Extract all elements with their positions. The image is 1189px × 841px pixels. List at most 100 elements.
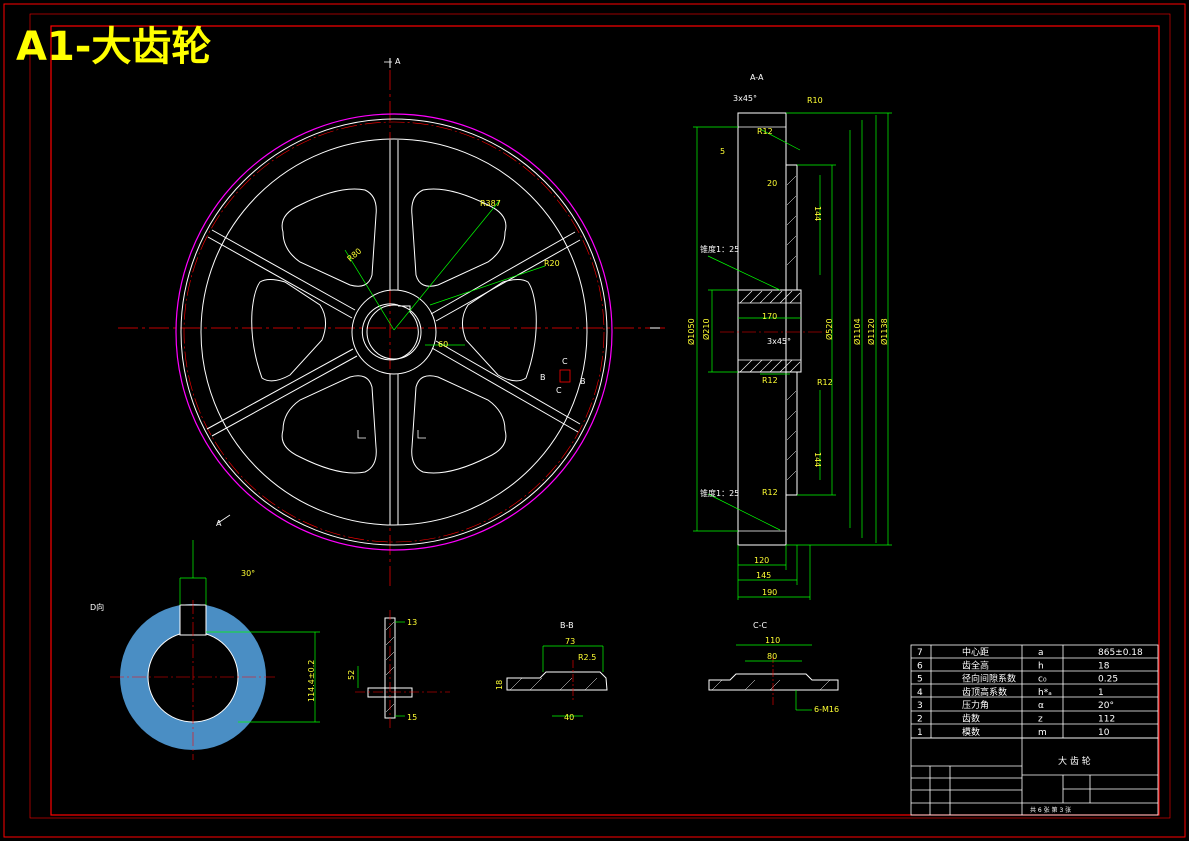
dim-r12-c: R12 [817,378,833,387]
dim-r80: R80 [346,247,364,264]
rim-inner-circle [200,138,588,526]
param-name: 模数 [962,726,980,738]
taper-lower: 锥度1：25 [700,488,739,498]
param-value: 18 [1098,661,1110,671]
dim-144-lower: 144 [813,452,822,467]
dim-80: 80 [767,652,777,661]
dim-110: 110 [765,636,780,645]
hub-outline [737,289,802,373]
param-no: 6 [917,661,923,671]
dim-d1050: Ø1050 [686,318,696,345]
r20-leader [429,265,546,306]
aa-dimension-lines [693,112,892,600]
section-mark-c-bottom: C [556,386,562,395]
rim-outline [737,112,787,546]
r387-leader [393,199,501,331]
dim-d1138: Ø1138 [879,318,889,345]
detail-d-view: D向 30° 114.4±0.2 [90,540,320,760]
web-outline [786,164,798,496]
drawing-title: A1-大齿轮 [16,24,211,70]
outer-frame [3,3,1186,838]
param-name: 齿数 [962,713,980,725]
tip-circle [175,113,613,551]
dim-40: 40 [564,713,574,722]
dim-170: 170 [762,312,777,321]
dim-d520: Ø520 [824,318,834,340]
title-block [910,737,1159,816]
pitch-circle [183,121,605,543]
bore-circle [366,304,422,360]
section-c-c: C-C 110 80 6-M16 [708,621,839,714]
dim-18: 18 [495,680,504,690]
border-frame [29,13,1171,819]
dim-d1104: Ø1104 [852,318,862,345]
inner-frame [50,25,1160,816]
section-mark-b-left: B [540,373,546,382]
dim-15: 15 [407,713,417,722]
detail-d-label: D向 [90,602,104,612]
param-name: 压力角 [962,699,989,711]
section-mark-b-right: B [580,377,586,386]
param-name: 径向间隙系数 [962,673,1016,685]
param-no: 1 [917,728,923,738]
dim-52: 52 [347,670,356,680]
dim-r387: R387 [480,199,501,208]
section-b-b: B-B 73 R2.5 40 18 [495,621,608,722]
web-hatching [786,175,797,481]
section-bb-label: B-B [560,621,574,630]
param-name: 中心距 [962,646,989,658]
parameter-table [910,644,1159,739]
param-symbol: h [1038,661,1044,671]
hub-hatching [739,290,801,373]
param-symbol: m [1038,728,1047,738]
dim-20: 20 [767,179,777,188]
root-circle [180,118,608,546]
param-name: 齿全高 [962,659,989,671]
param-value: 20° [1098,701,1114,711]
dim-r12-b: R12 [762,376,778,385]
section-mark-a-top: A [395,57,401,66]
bore-with-keyway [361,303,419,361]
dim-r12-d: R12 [762,488,778,497]
section-mark-a-bottom: A [216,519,222,528]
param-symbol: z [1038,715,1043,725]
r80-leader [344,249,395,331]
front-view: R387 R80 R20 60 A A B B C C [118,57,665,590]
dim-d1120: Ø1120 [866,318,876,345]
param-value: 112 [1098,715,1115,725]
dim-r2-5: R2.5 [578,653,596,662]
dim-r20: R20 [544,259,560,268]
param-symbol: c₀ [1038,675,1047,685]
dim-190: 190 [762,588,777,597]
dim-13: 13 [407,618,417,627]
param-symbol: α [1038,701,1044,711]
taper-upper: 锥度1：25 [700,244,739,254]
param-value: 865±0.18 [1098,648,1143,658]
dim-d210: Ø210 [701,318,711,340]
sheet-count: 共 6 张 第 3 张 [1030,806,1071,814]
section-a-a: A-A [686,73,892,600]
bolt-spec: 6-M16 [814,705,839,714]
dim-5: 5 [720,147,725,156]
section-bc-cut-marker [559,369,571,383]
section-cc-label: C-C [753,621,767,630]
web-holes [251,188,537,474]
dim-60: 60 [438,340,448,349]
param-no: 2 [917,715,923,725]
dim-73: 73 [565,637,575,646]
param-no: 7 [917,648,923,658]
param-name: 齿顶高系数 [962,686,1007,698]
dim-144-upper: 144 [813,206,822,221]
chamfer-hub: 3x45° [767,337,791,346]
param-no: 4 [917,688,923,698]
param-value: 0.25 [1098,675,1118,685]
param-symbol: h*ₐ [1038,688,1052,698]
dim-r12-a: R12 [757,127,773,136]
section-aa-label: A-A [750,73,764,82]
dim-120: 120 [754,556,769,565]
part-name: 大 齿 轮 [1058,755,1091,767]
param-no: 5 [917,675,923,685]
param-value: 10 [1098,728,1110,738]
